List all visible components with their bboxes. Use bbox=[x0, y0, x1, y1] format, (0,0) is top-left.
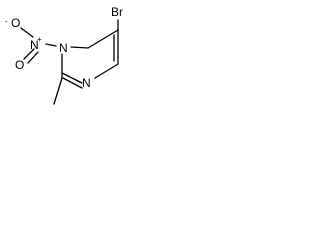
bond-nitro-n-o-minus bbox=[20, 27, 34, 38]
charge-plus: + bbox=[37, 35, 42, 44]
atom-ring-n3: N bbox=[82, 76, 91, 90]
bond-c4-n3 bbox=[94, 63, 119, 79]
atom-ring-n1: N bbox=[59, 41, 68, 55]
bond-c2-methyl bbox=[53, 77, 63, 105]
atom-nitro-oxygen-double: O bbox=[15, 58, 24, 72]
bond-nitro-n-o-double bbox=[23, 48, 35, 60]
charge-minus: - bbox=[5, 17, 8, 26]
bond-c6-c5 bbox=[87, 29, 119, 49]
bond-nitro-n-o-double-inner bbox=[27, 51, 39, 64]
atom-nitro-nitrogen: N bbox=[30, 38, 39, 52]
bond-n3-c2 bbox=[61, 72, 83, 84]
bond-n1-c6 bbox=[70, 46, 89, 49]
bond-n1-nitro-n bbox=[45, 43, 57, 47]
atom-nitro-oxygen-charged: O bbox=[11, 16, 20, 30]
bond-n3-c2-inner bbox=[62, 77, 83, 89]
chemical-structure: Br N N N + O - O bbox=[5, 5, 123, 105]
atom-bromine: Br bbox=[111, 5, 123, 19]
